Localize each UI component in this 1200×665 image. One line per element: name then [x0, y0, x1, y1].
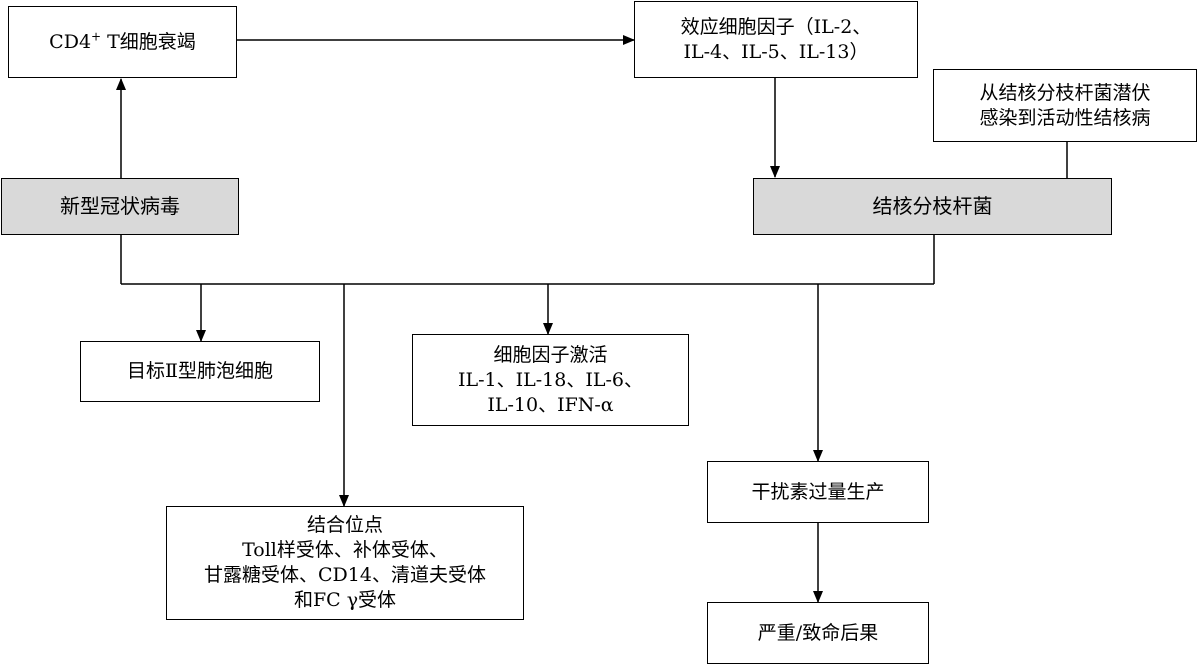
outcome-label: 严重/致命后果 [757, 621, 879, 644]
cytokine-line2: IL-1、IL-18、IL-6、 [458, 368, 643, 391]
target-label: 目标Ⅱ型肺泡细胞 [127, 360, 273, 382]
cytokine-line1: 细胞因子激活 [493, 343, 608, 366]
interferon-overproduction-box: 干扰素过量生产 [707, 461, 929, 523]
mtb-box: 结核分枝杆菌 [753, 178, 1112, 235]
latent-line2: 感染到活动性结核病 [979, 106, 1151, 129]
effector-line1: 效应细胞因子（IL-2、 [680, 15, 872, 38]
binding-line1: 结合位点 [306, 514, 383, 536]
severe-outcome-box: 严重/致命后果 [707, 602, 929, 664]
binding-line4: 和FC γ受体 [293, 589, 397, 611]
cd4-label: CD4+ T细胞衰竭 [49, 30, 196, 55]
covid-box: 新型冠状病毒 [1, 178, 239, 235]
effector-line2: IL-4、IL-5、IL-13） [683, 40, 869, 63]
latent-line1: 从结核分枝杆菌潜伏 [979, 81, 1151, 104]
covid-label: 新型冠状病毒 [60, 194, 180, 218]
mtb-label: 结核分枝杆菌 [872, 194, 993, 218]
effector-cytokines-box: 效应细胞因子（IL-2、 IL-4、IL-5、IL-13） [634, 1, 918, 78]
latent-to-active-tb-box: 从结核分枝杆菌潜伏 感染到活动性结核病 [933, 69, 1197, 142]
binding-line2: Toll样受体、补体受体、 [242, 539, 448, 561]
cd4-tcell-exhaustion-box: CD4+ T细胞衰竭 [8, 6, 237, 78]
cd4-text-rest: T细胞衰竭 [101, 30, 196, 53]
binding-sites-box: 结合位点 Toll样受体、补体受体、 甘露糖受体、CD14、清道夫受体 和FC … [166, 506, 524, 620]
cd4-text: CD4 [49, 30, 92, 53]
cd4-superscript: + [91, 29, 102, 44]
binding-line3: 甘露糖受体、CD14、清道夫受体 [204, 564, 486, 586]
target-alveolar-cells-box: 目标Ⅱ型肺泡细胞 [80, 341, 320, 402]
cytokine-activation-box: 细胞因子激活 IL-1、IL-18、IL-6、 IL-10、IFN-α [412, 334, 689, 426]
interferon-label: 干扰素过量生产 [751, 480, 885, 503]
cytokine-line3: IL-10、IFN-α [487, 393, 614, 416]
